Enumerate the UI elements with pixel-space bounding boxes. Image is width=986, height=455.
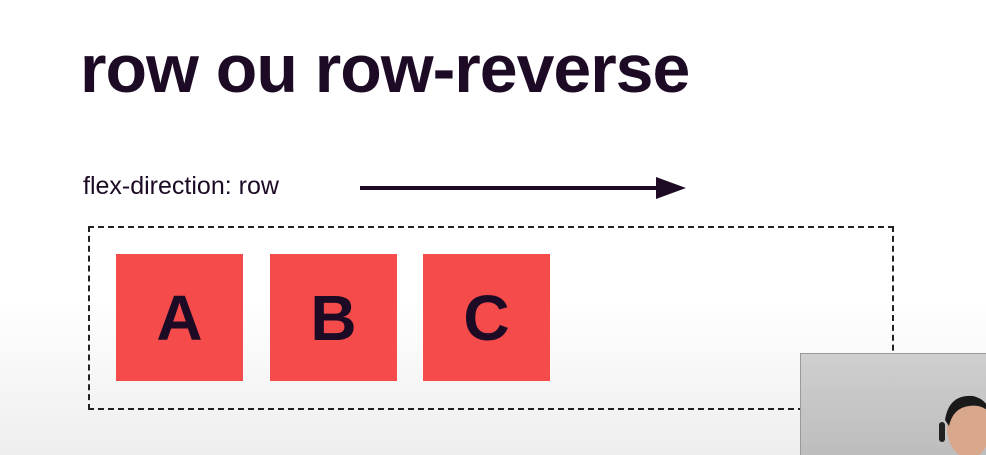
flex-item-b: B [270, 254, 397, 381]
flex-item-a: A [116, 254, 243, 381]
flex-container [88, 226, 894, 410]
presenter-figure [939, 395, 986, 455]
presenter-webcam [800, 353, 986, 455]
slide-title: row ou row-reverse [80, 31, 690, 107]
flex-item-c: C [423, 254, 550, 381]
arrow-right-icon [360, 177, 686, 199]
flex-direction-label: flex-direction: row [83, 172, 279, 200]
